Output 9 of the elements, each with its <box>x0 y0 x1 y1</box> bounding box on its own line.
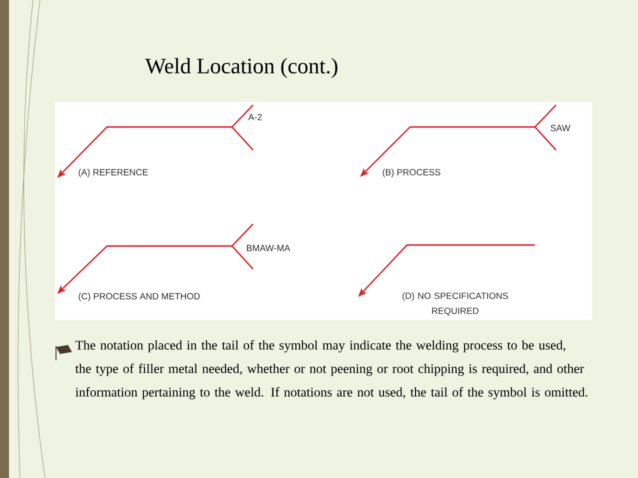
symbol-note: A-2 <box>248 114 262 120</box>
slide-title: Weld Location (cont.) <box>145 58 338 78</box>
figure-caption: (D) NO SPECIFICATIONS REQUIRED <box>402 292 508 316</box>
figure-caption: (C) PROCESS AND METHOD <box>78 292 200 302</box>
symbol-note: SAW <box>550 124 570 132</box>
figure-caption: (B) PROCESS <box>382 168 440 178</box>
figure-caption: (A) REFERENCE <box>78 168 148 178</box>
body-text: The notation placed in the tail of the symbol may indicate the welding process to be used, the type of filler metal needed, whether or not peening or root chipping is required, and other information pertaining to the weld. If notations are not used, the tail of the symbol is omitted. <box>75 340 588 400</box>
symbol-note: BMAW-MA <box>246 244 290 252</box>
